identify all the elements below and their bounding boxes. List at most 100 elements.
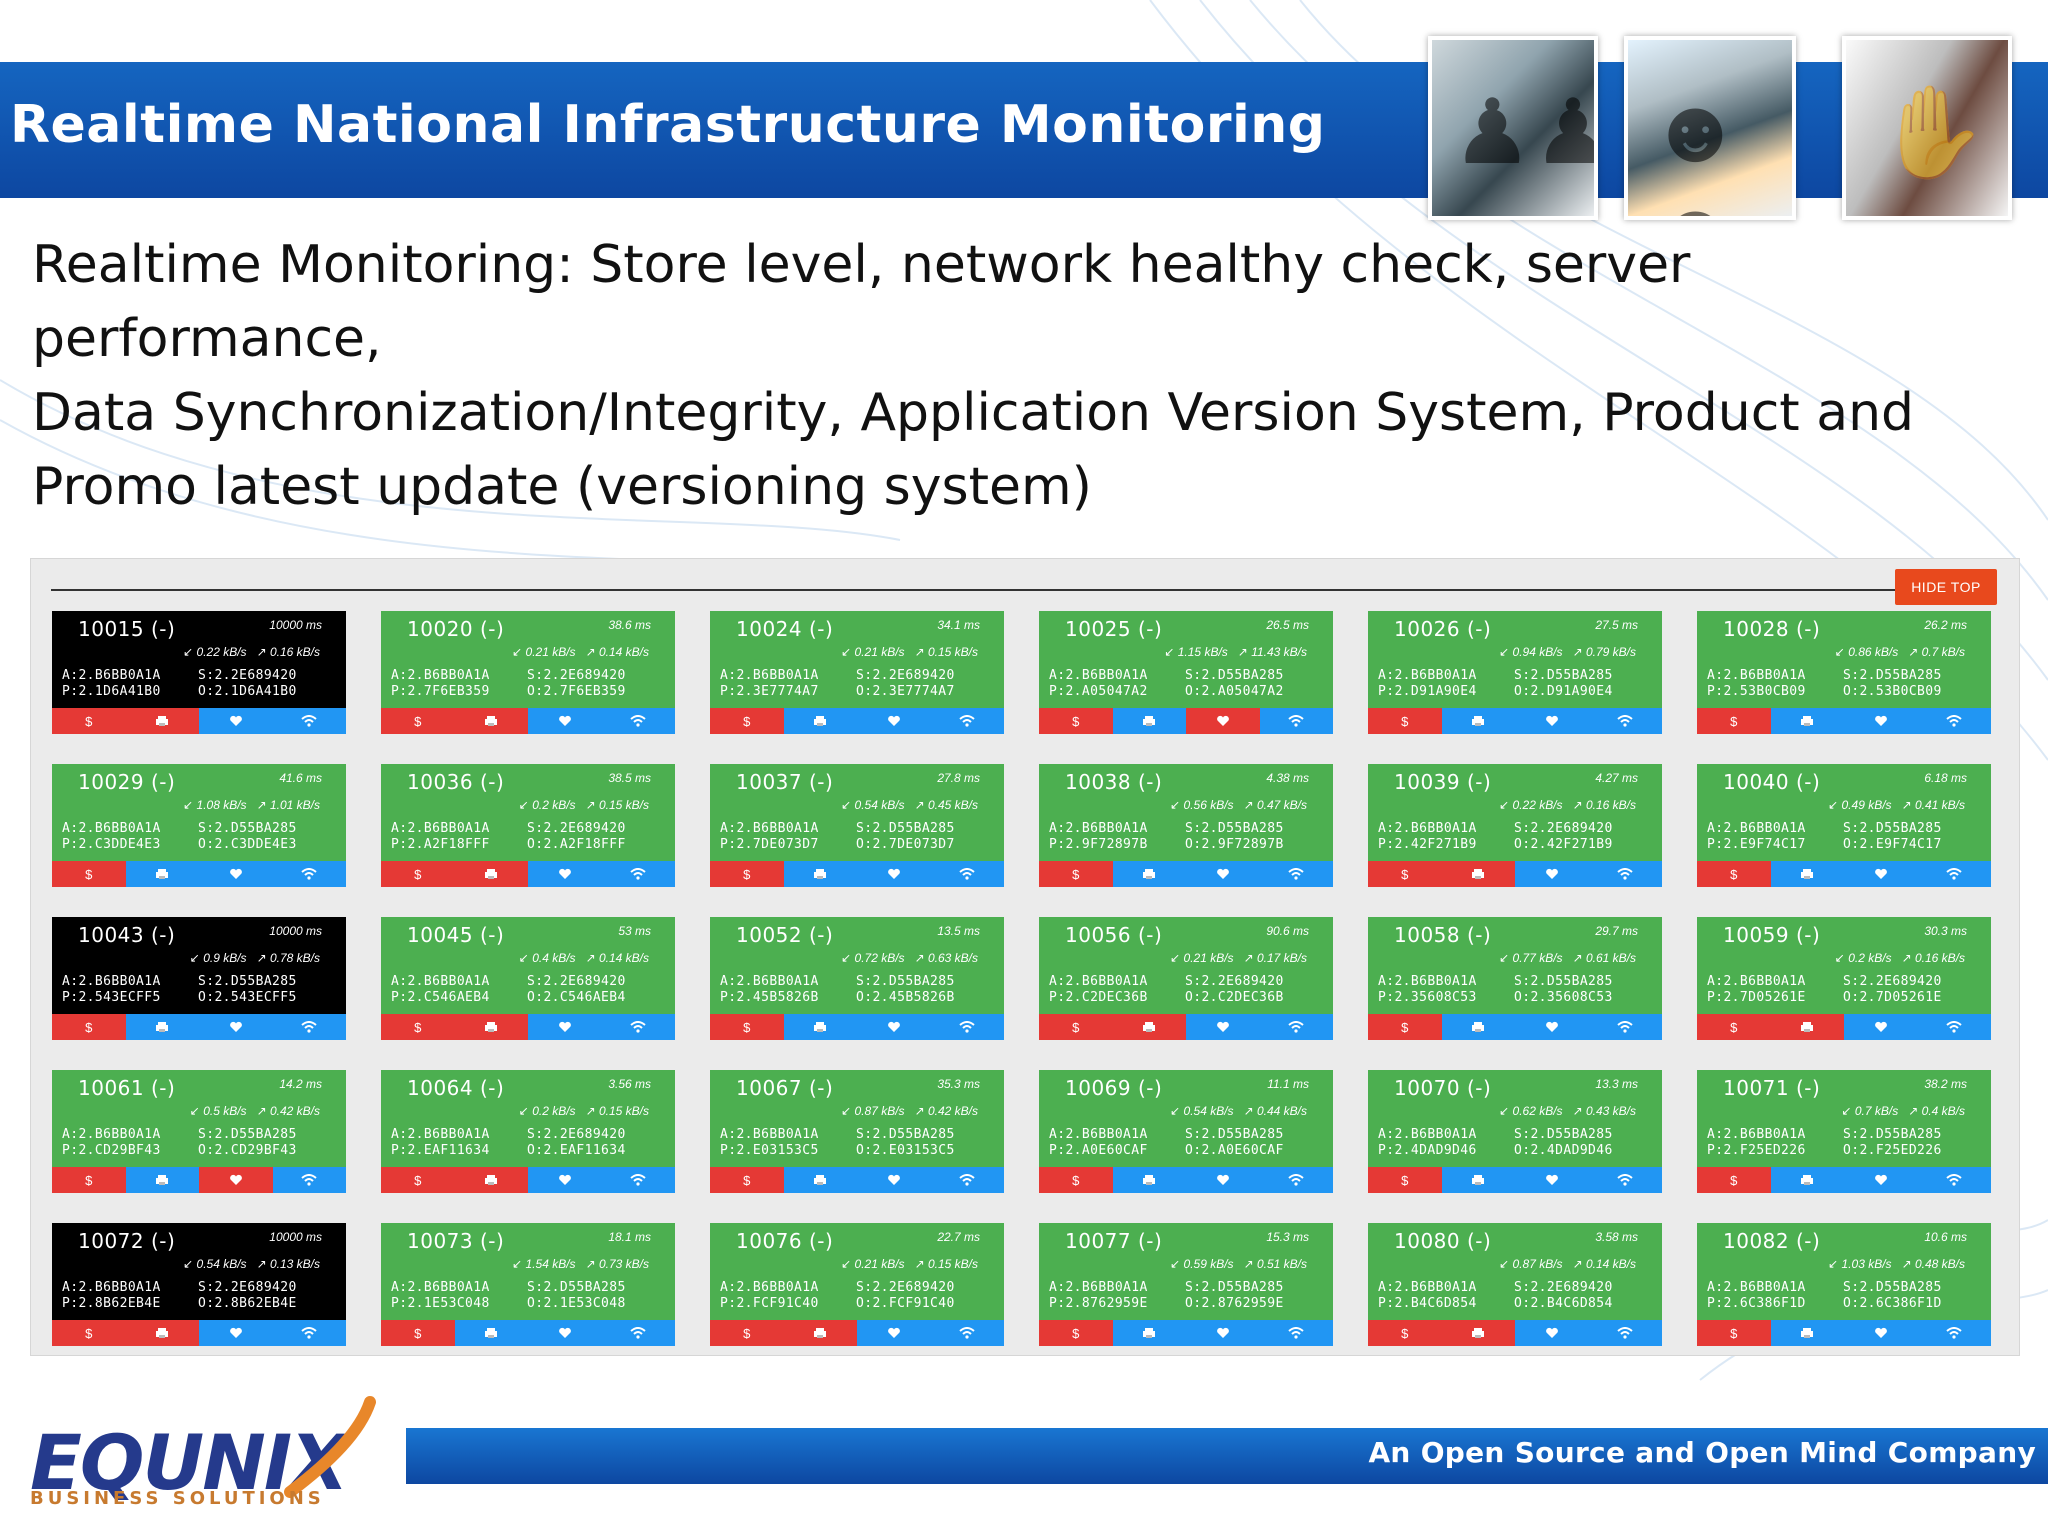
tile-action-printer[interactable]	[1441, 1320, 1515, 1346]
tile-action-wifi[interactable]	[601, 1320, 675, 1346]
tile-action-dollar[interactable]: $	[1368, 1320, 1442, 1346]
tile-action-heart[interactable]	[857, 708, 931, 734]
tile-action-printer[interactable]	[1112, 708, 1186, 734]
tile-action-heart[interactable]	[528, 861, 602, 887]
tile-action-dollar[interactable]: $	[710, 1320, 784, 1346]
tile-action-heart[interactable]	[528, 1014, 602, 1040]
tile-action-wifi[interactable]	[1917, 708, 1991, 734]
tile-action-printer[interactable]	[454, 1320, 528, 1346]
tile-action-dollar[interactable]: $	[381, 1167, 455, 1193]
tile-action-wifi[interactable]	[1259, 1320, 1333, 1346]
tile-action-heart[interactable]	[857, 1320, 931, 1346]
tile-action-heart[interactable]	[1186, 708, 1260, 734]
tile-action-dollar[interactable]: $	[52, 1014, 126, 1040]
tile-action-printer[interactable]	[1441, 861, 1515, 887]
tile-action-wifi[interactable]	[930, 1014, 1004, 1040]
hide-top-button[interactable]: HIDE TOP	[1895, 569, 1997, 605]
tile-action-dollar[interactable]: $	[52, 708, 126, 734]
tile-action-dollar[interactable]: $	[1368, 861, 1442, 887]
tile-action-dollar[interactable]: $	[381, 1014, 455, 1040]
tile-action-dollar[interactable]: $	[381, 708, 455, 734]
tile-action-heart[interactable]	[1186, 1167, 1260, 1193]
tile-action-dollar[interactable]: $	[1039, 1014, 1113, 1040]
tile-action-printer[interactable]	[1112, 861, 1186, 887]
tile-action-printer[interactable]	[1770, 1167, 1844, 1193]
tile-action-heart[interactable]	[199, 1320, 273, 1346]
tile-action-printer[interactable]	[783, 1014, 857, 1040]
tile-action-printer[interactable]	[125, 1014, 199, 1040]
tile-action-wifi[interactable]	[930, 861, 1004, 887]
tile-action-printer[interactable]	[1441, 708, 1515, 734]
tile-action-wifi[interactable]	[1588, 708, 1662, 734]
tile-action-heart[interactable]	[199, 708, 273, 734]
tile-action-dollar[interactable]: $	[1697, 861, 1771, 887]
tile-action-heart[interactable]	[857, 1014, 931, 1040]
tile-action-wifi[interactable]	[601, 861, 675, 887]
tile-action-heart[interactable]	[1844, 1014, 1918, 1040]
tile-action-wifi[interactable]	[1588, 1014, 1662, 1040]
tile-action-printer[interactable]	[783, 708, 857, 734]
tile-action-heart[interactable]	[1186, 1320, 1260, 1346]
tile-action-heart[interactable]	[199, 1167, 273, 1193]
tile-action-wifi[interactable]	[930, 1167, 1004, 1193]
tile-action-dollar[interactable]: $	[381, 1320, 455, 1346]
tile-action-wifi[interactable]	[601, 708, 675, 734]
tile-action-wifi[interactable]	[272, 1167, 346, 1193]
tile-action-heart[interactable]	[1844, 1167, 1918, 1193]
tile-action-dollar[interactable]: $	[52, 861, 126, 887]
tile-action-heart[interactable]	[1515, 861, 1589, 887]
tile-action-heart[interactable]	[528, 1167, 602, 1193]
tile-action-wifi[interactable]	[601, 1167, 675, 1193]
tile-action-heart[interactable]	[1515, 708, 1589, 734]
tile-action-heart[interactable]	[199, 861, 273, 887]
tile-action-wifi[interactable]	[1259, 861, 1333, 887]
tile-action-wifi[interactable]	[272, 861, 346, 887]
tile-action-heart[interactable]	[1186, 861, 1260, 887]
tile-action-heart[interactable]	[199, 1014, 273, 1040]
tile-action-dollar[interactable]: $	[381, 861, 455, 887]
tile-action-dollar[interactable]: $	[1368, 1167, 1442, 1193]
tile-action-dollar[interactable]: $	[710, 1167, 784, 1193]
tile-action-heart[interactable]	[1844, 1320, 1918, 1346]
tile-action-wifi[interactable]	[1917, 1320, 1991, 1346]
tile-action-heart[interactable]	[1515, 1320, 1589, 1346]
tile-action-wifi[interactable]	[1917, 1014, 1991, 1040]
tile-action-dollar[interactable]: $	[1368, 708, 1442, 734]
tile-action-heart[interactable]	[857, 861, 931, 887]
tile-action-heart[interactable]	[1186, 1014, 1260, 1040]
tile-action-printer[interactable]	[454, 708, 528, 734]
tile-action-dollar[interactable]: $	[1039, 708, 1113, 734]
tile-action-printer[interactable]	[125, 708, 199, 734]
tile-action-wifi[interactable]	[601, 1014, 675, 1040]
tile-action-printer[interactable]	[783, 1167, 857, 1193]
tile-action-wifi[interactable]	[1259, 1014, 1333, 1040]
tile-action-heart[interactable]	[1515, 1167, 1589, 1193]
tile-action-printer[interactable]	[1770, 1320, 1844, 1346]
tile-action-dollar[interactable]: $	[1697, 1167, 1771, 1193]
tile-action-wifi[interactable]	[272, 1320, 346, 1346]
tile-action-printer[interactable]	[125, 1167, 199, 1193]
tile-action-wifi[interactable]	[930, 708, 1004, 734]
tile-action-wifi[interactable]	[1588, 1167, 1662, 1193]
tile-action-dollar[interactable]: $	[710, 708, 784, 734]
tile-action-printer[interactable]	[783, 861, 857, 887]
